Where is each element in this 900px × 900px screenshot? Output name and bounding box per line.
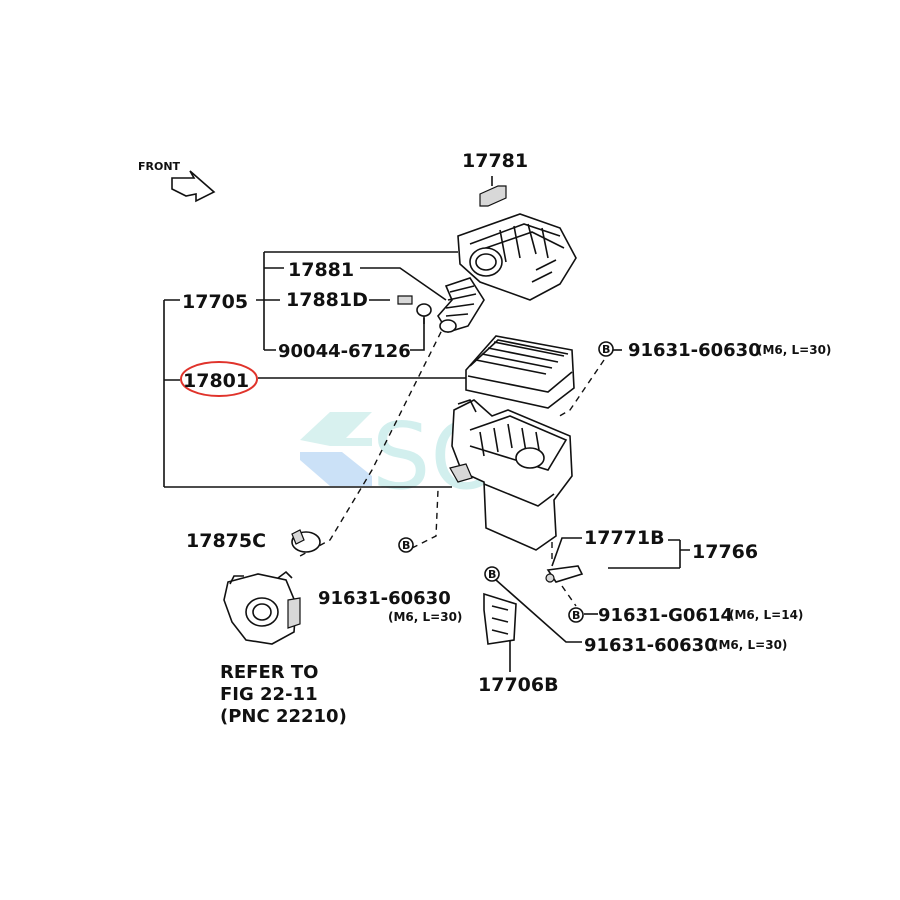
label-17801: 17801 <box>183 370 249 392</box>
bolt-markers: B B B B <box>398 341 614 623</box>
front-arrow-icon <box>171 170 216 203</box>
label-17881: 17881 <box>288 259 354 281</box>
refer-note: REFER TO FIG 22-11 (PNC 22210) <box>220 662 347 727</box>
label-91631-60630-mid: 91631-60630 <box>318 588 451 609</box>
intake-hose <box>437 277 485 333</box>
air-cleaner-case <box>449 399 573 551</box>
label-17875C: 17875C <box>186 530 266 552</box>
clamp-17881D <box>397 295 413 305</box>
label-17781: 17781 <box>462 150 528 172</box>
pad-17781 <box>479 185 507 207</box>
hose-clamp-17875C <box>291 529 321 553</box>
air-cleaner-cap <box>457 213 577 301</box>
label-17706B: 17706B <box>478 674 559 696</box>
svg-text:B: B <box>602 343 610 356</box>
air-filter-element <box>465 335 575 409</box>
refer-line-3: (PNC 22210) <box>220 706 347 727</box>
throttle-body <box>223 570 301 645</box>
label-17705: 17705 <box>182 291 248 313</box>
label-91631-60630-top-spec: (M6, L=30) <box>757 343 831 357</box>
svg-text:B: B <box>572 609 580 622</box>
label-91631-G0614: 91631-G0614 <box>598 605 733 626</box>
svg-text:B: B <box>488 568 496 581</box>
part-labels: 17781 17881 17881D 17705 90044-67126 178… <box>182 150 831 696</box>
front-indicator: FRONT <box>138 160 216 203</box>
label-91631-60630-low-spec: (M6, L=30) <box>713 638 787 652</box>
refer-line-2: FIG 22-11 <box>220 684 318 705</box>
bolt-marker-mid: B <box>398 537 414 553</box>
front-label: FRONT <box>138 160 181 173</box>
refer-line-1: REFER TO <box>220 662 318 683</box>
label-91631-G0614-spec: (M6, L=14) <box>729 608 803 622</box>
clip-17771B <box>545 565 584 583</box>
bracket-17706B <box>483 592 517 645</box>
label-17766: 17766 <box>692 541 758 563</box>
screw-90044 <box>416 303 432 324</box>
svg-text:B: B <box>402 539 410 552</box>
bolt-marker-low: B <box>484 566 500 582</box>
label-91631-60630-mid-spec: (M6, L=30) <box>388 610 462 624</box>
label-91631-60630-top: 91631-60630 <box>628 340 761 361</box>
label-17881D: 17881D <box>286 289 368 311</box>
label-90044-67126: 90044-67126 <box>278 341 411 362</box>
bolt-marker-right: B <box>568 607 584 623</box>
highlight-ring <box>180 361 258 397</box>
label-91631-60630-low: 91631-60630 <box>584 635 717 656</box>
bolt-marker-top: B <box>598 341 614 357</box>
label-17771B: 17771B <box>584 527 665 549</box>
